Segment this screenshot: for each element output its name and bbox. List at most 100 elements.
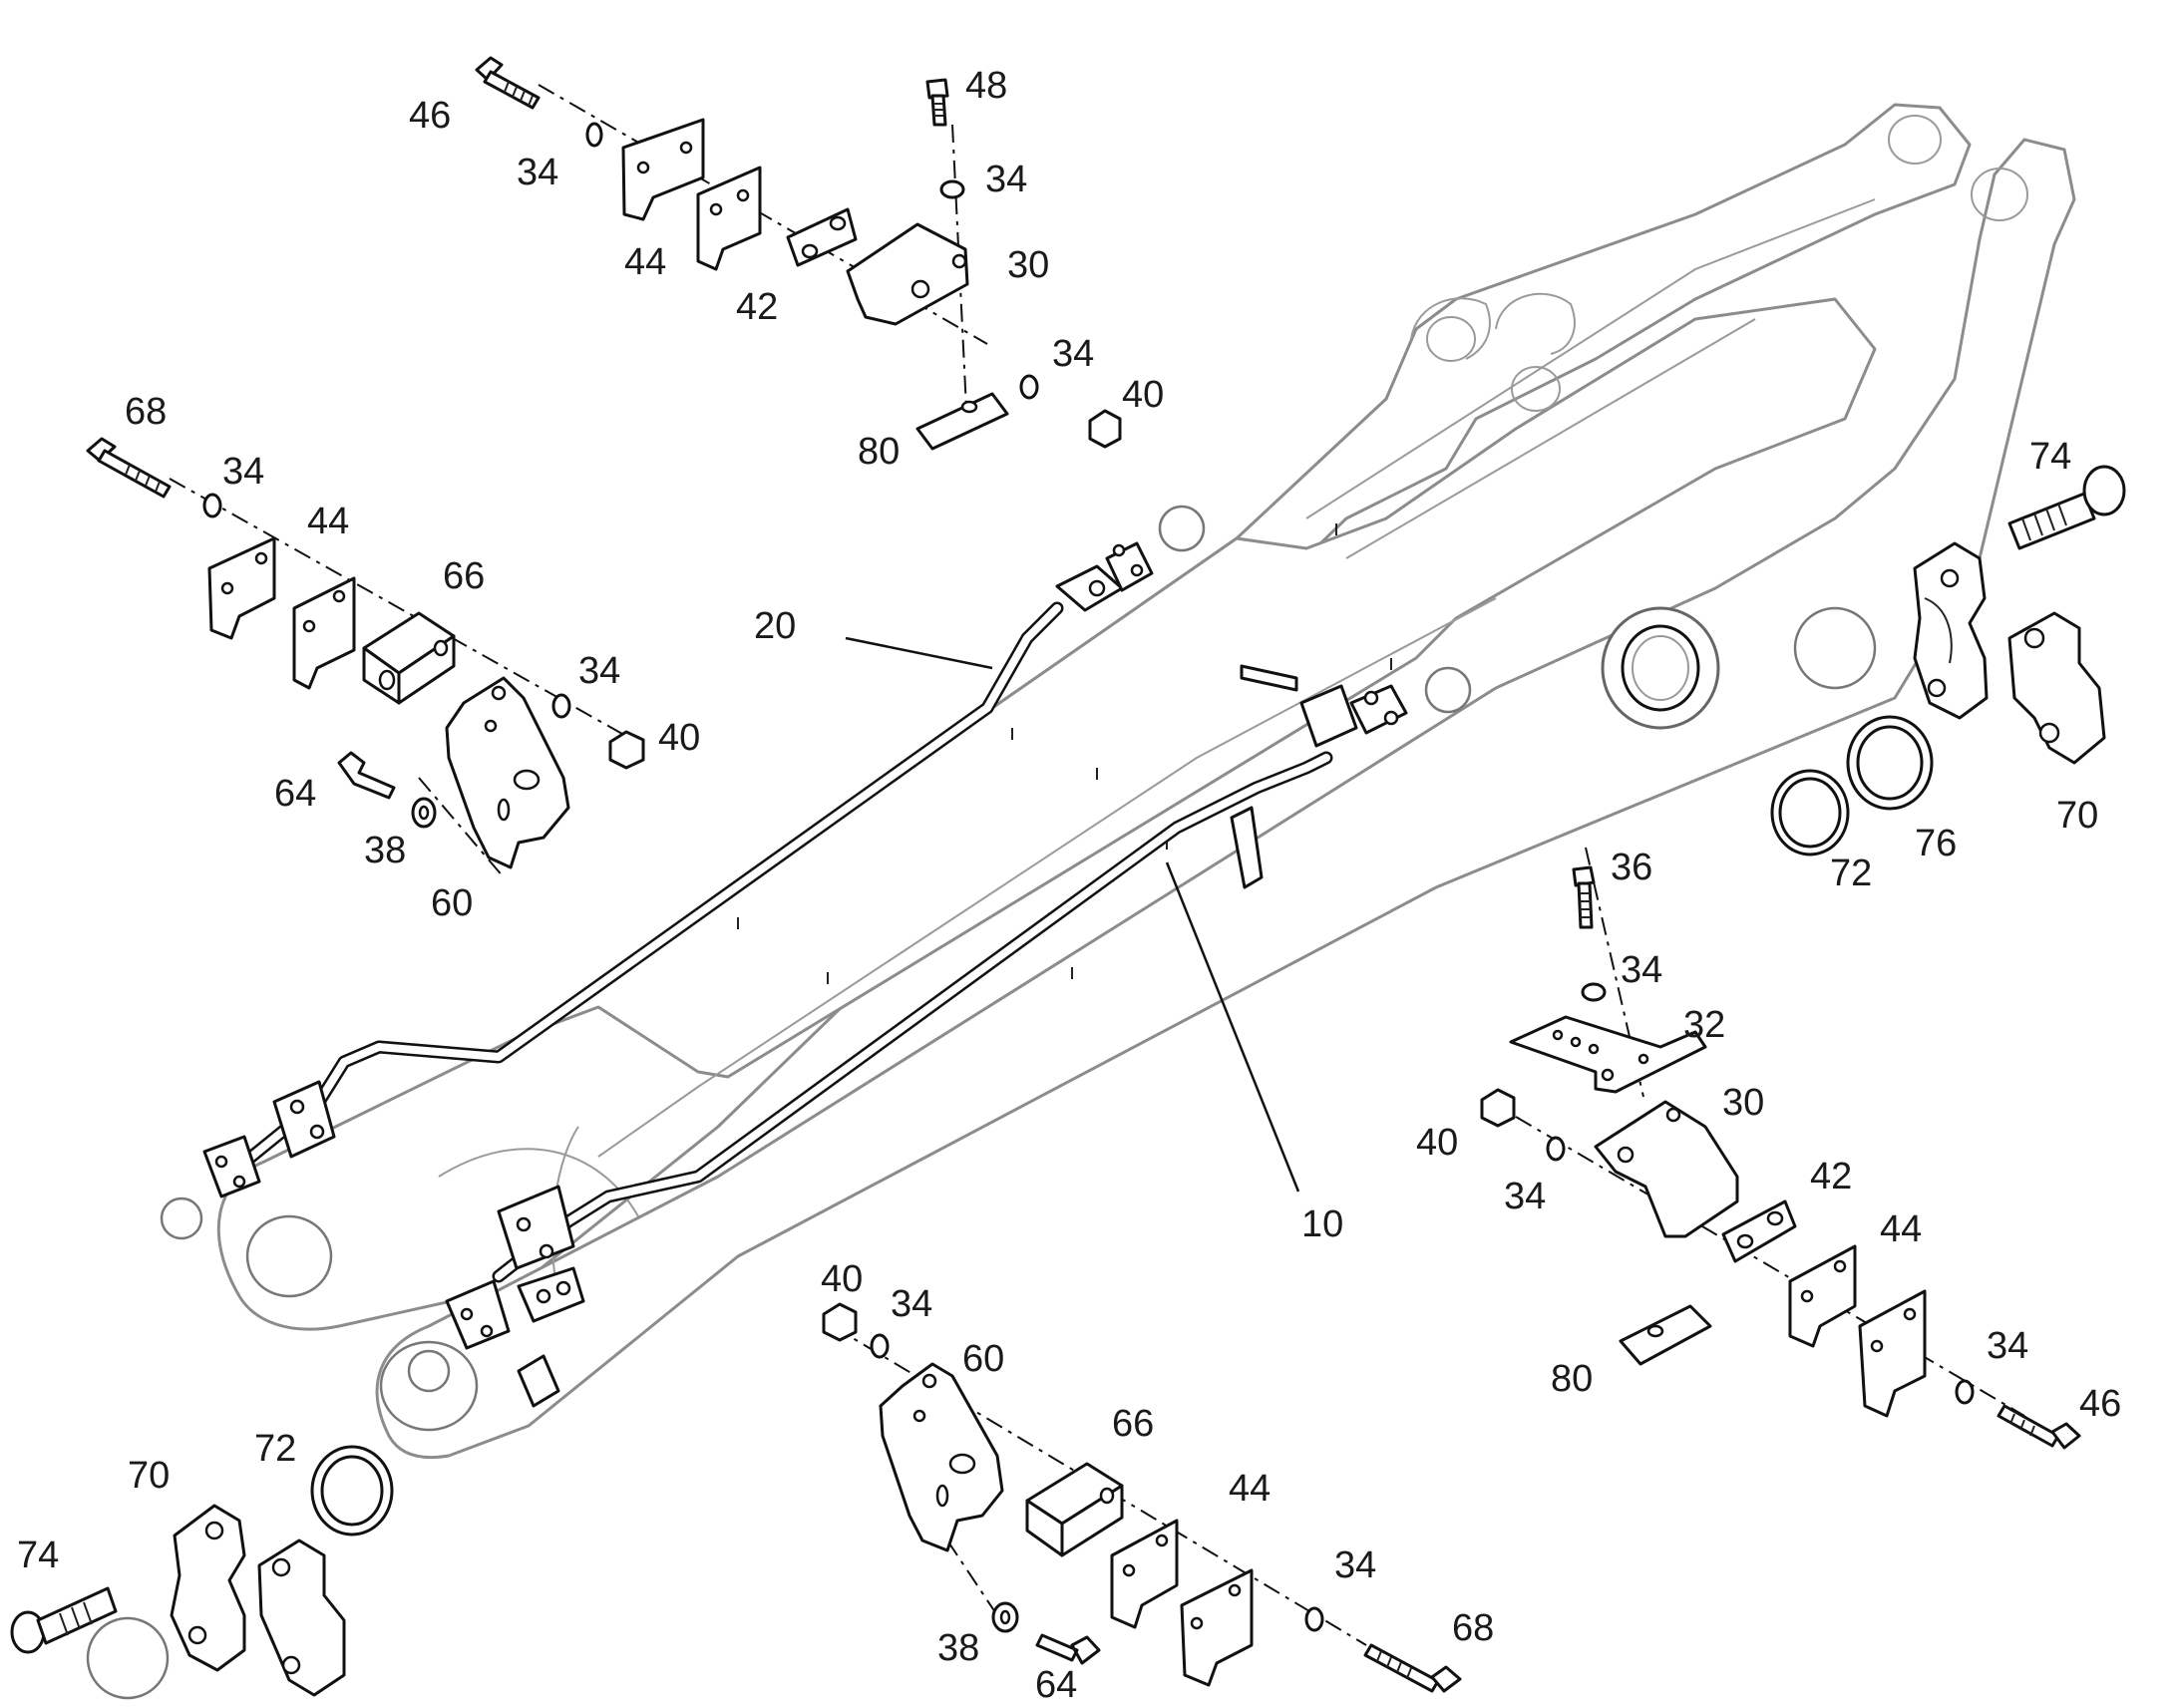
washer-34-j bbox=[1304, 1606, 1324, 1632]
bracket-30-right bbox=[1594, 1100, 1739, 1238]
plate-44-right-2 bbox=[1858, 1289, 1927, 1418]
clamp-half-70-right-b bbox=[2007, 611, 2106, 765]
callout-20: 20 bbox=[754, 605, 796, 647]
callout-44: 44 bbox=[624, 241, 666, 283]
callout-44: 44 bbox=[1229, 1468, 1271, 1510]
right-clamp-assembly bbox=[1480, 847, 2081, 1450]
callout-34: 34 bbox=[517, 152, 558, 193]
callout-32: 32 bbox=[1683, 1004, 1725, 1046]
leader-10 bbox=[1165, 861, 1300, 1193]
plate-60-left bbox=[445, 676, 570, 869]
callout-74: 74 bbox=[2029, 436, 2071, 478]
bolt-68-left bbox=[86, 437, 172, 499]
callout-34: 34 bbox=[1052, 333, 1094, 375]
plate-44-right bbox=[1788, 1244, 1857, 1348]
callout-42: 42 bbox=[1810, 1156, 1852, 1197]
callout-40: 40 bbox=[821, 1258, 863, 1300]
washer-34-e bbox=[551, 693, 571, 719]
callout-38: 38 bbox=[937, 1627, 979, 1669]
callout-34: 34 bbox=[222, 451, 264, 493]
callout-10: 10 bbox=[1301, 1203, 1343, 1245]
callout-60: 60 bbox=[962, 1338, 1004, 1380]
washer-34-g bbox=[1546, 1136, 1566, 1162]
plate-60-bottom bbox=[879, 1362, 1004, 1552]
callout-80: 80 bbox=[1551, 1358, 1593, 1400]
callout-80: 80 bbox=[858, 431, 900, 473]
callout-66: 66 bbox=[1112, 1403, 1154, 1445]
callout-68: 68 bbox=[125, 391, 167, 433]
pin-retention-left bbox=[10, 1445, 394, 1700]
callout-42: 42 bbox=[736, 286, 778, 328]
nut-40-right bbox=[1480, 1088, 1516, 1128]
hydraulic-line-10 bbox=[492, 751, 1333, 1283]
washer-34-i bbox=[870, 1333, 890, 1359]
callout-40: 40 bbox=[658, 717, 700, 759]
callout-70: 70 bbox=[2056, 795, 2098, 837]
callout-38: 38 bbox=[364, 830, 406, 871]
top-clamp-assembly bbox=[475, 56, 1122, 451]
callout-44: 44 bbox=[307, 501, 349, 542]
leader-lines bbox=[845, 636, 1300, 1193]
callout-34: 34 bbox=[1334, 1544, 1376, 1586]
callout-76: 76 bbox=[1915, 823, 1957, 864]
plate-44-left-2 bbox=[292, 576, 356, 690]
bolt-68-bottom bbox=[1363, 1643, 1462, 1693]
callout-34: 34 bbox=[1987, 1325, 2028, 1367]
block-80-top bbox=[915, 392, 1009, 451]
bolt-46-top bbox=[475, 56, 541, 110]
washer-34-d bbox=[202, 493, 222, 518]
washer-34-a bbox=[585, 122, 603, 148]
clamp-half-70-left-b bbox=[257, 1538, 346, 1697]
bolt-64-left bbox=[337, 751, 396, 800]
bracket-30-top bbox=[846, 222, 969, 326]
washer-34-f bbox=[1581, 982, 1607, 1002]
boom-structure bbox=[160, 103, 2076, 1460]
callout-46: 46 bbox=[2079, 1383, 2121, 1425]
callout-36: 36 bbox=[1611, 847, 1652, 888]
callout-46: 46 bbox=[409, 95, 451, 137]
bolt-48 bbox=[925, 78, 949, 127]
plate-44-bottom-2 bbox=[1180, 1568, 1254, 1687]
left-clamp-assembly bbox=[86, 437, 645, 878]
washer-34-c bbox=[1019, 374, 1039, 400]
callout-34: 34 bbox=[1621, 949, 1662, 991]
bolt-64-bottom bbox=[1035, 1633, 1101, 1665]
bottom-clamp-assembly bbox=[822, 1302, 1462, 1693]
callout-60: 60 bbox=[431, 882, 473, 924]
pin-bolt-74-right bbox=[2007, 465, 2126, 550]
callout-44: 44 bbox=[1880, 1208, 1922, 1250]
callout-34: 34 bbox=[1504, 1176, 1546, 1217]
nut-40-left bbox=[608, 730, 645, 770]
callout-labels: 46 34 44 42 48 34 30 34 40 80 68 34 44 6… bbox=[17, 65, 2121, 1706]
spacer-42-right bbox=[1721, 1199, 1797, 1263]
pin-bolt-74-left bbox=[10, 1586, 118, 1654]
callout-70: 70 bbox=[128, 1455, 170, 1497]
bolt-46-right bbox=[1997, 1404, 2081, 1450]
callout-64: 64 bbox=[274, 773, 316, 815]
plate-44-top bbox=[621, 118, 705, 221]
callout-72: 72 bbox=[1830, 853, 1872, 894]
callout-30: 30 bbox=[1007, 244, 1049, 286]
callout-34: 34 bbox=[891, 1283, 932, 1325]
plate-44-bottom bbox=[1110, 1519, 1179, 1629]
callout-48: 48 bbox=[965, 65, 1007, 107]
spacer-42-top bbox=[786, 207, 858, 267]
callout-34: 34 bbox=[985, 159, 1027, 200]
bolt-36 bbox=[1572, 865, 1596, 929]
nut-40-bottom bbox=[822, 1302, 858, 1342]
line-fittings bbox=[202, 541, 1408, 1350]
washer-34-b bbox=[939, 179, 965, 199]
clamp-half-70-left-a bbox=[170, 1504, 246, 1672]
callout-66: 66 bbox=[443, 555, 485, 597]
washer-34-h bbox=[1955, 1379, 1975, 1405]
callout-40: 40 bbox=[1416, 1122, 1458, 1164]
callout-72: 72 bbox=[254, 1428, 296, 1470]
callout-74: 74 bbox=[17, 1535, 59, 1576]
callout-34: 34 bbox=[578, 650, 620, 692]
pin-retention-right bbox=[1770, 465, 2126, 856]
block-80-right bbox=[1619, 1304, 1712, 1366]
leader-20 bbox=[845, 636, 993, 670]
nut-40-top bbox=[1088, 409, 1122, 449]
callout-68: 68 bbox=[1452, 1607, 1494, 1649]
